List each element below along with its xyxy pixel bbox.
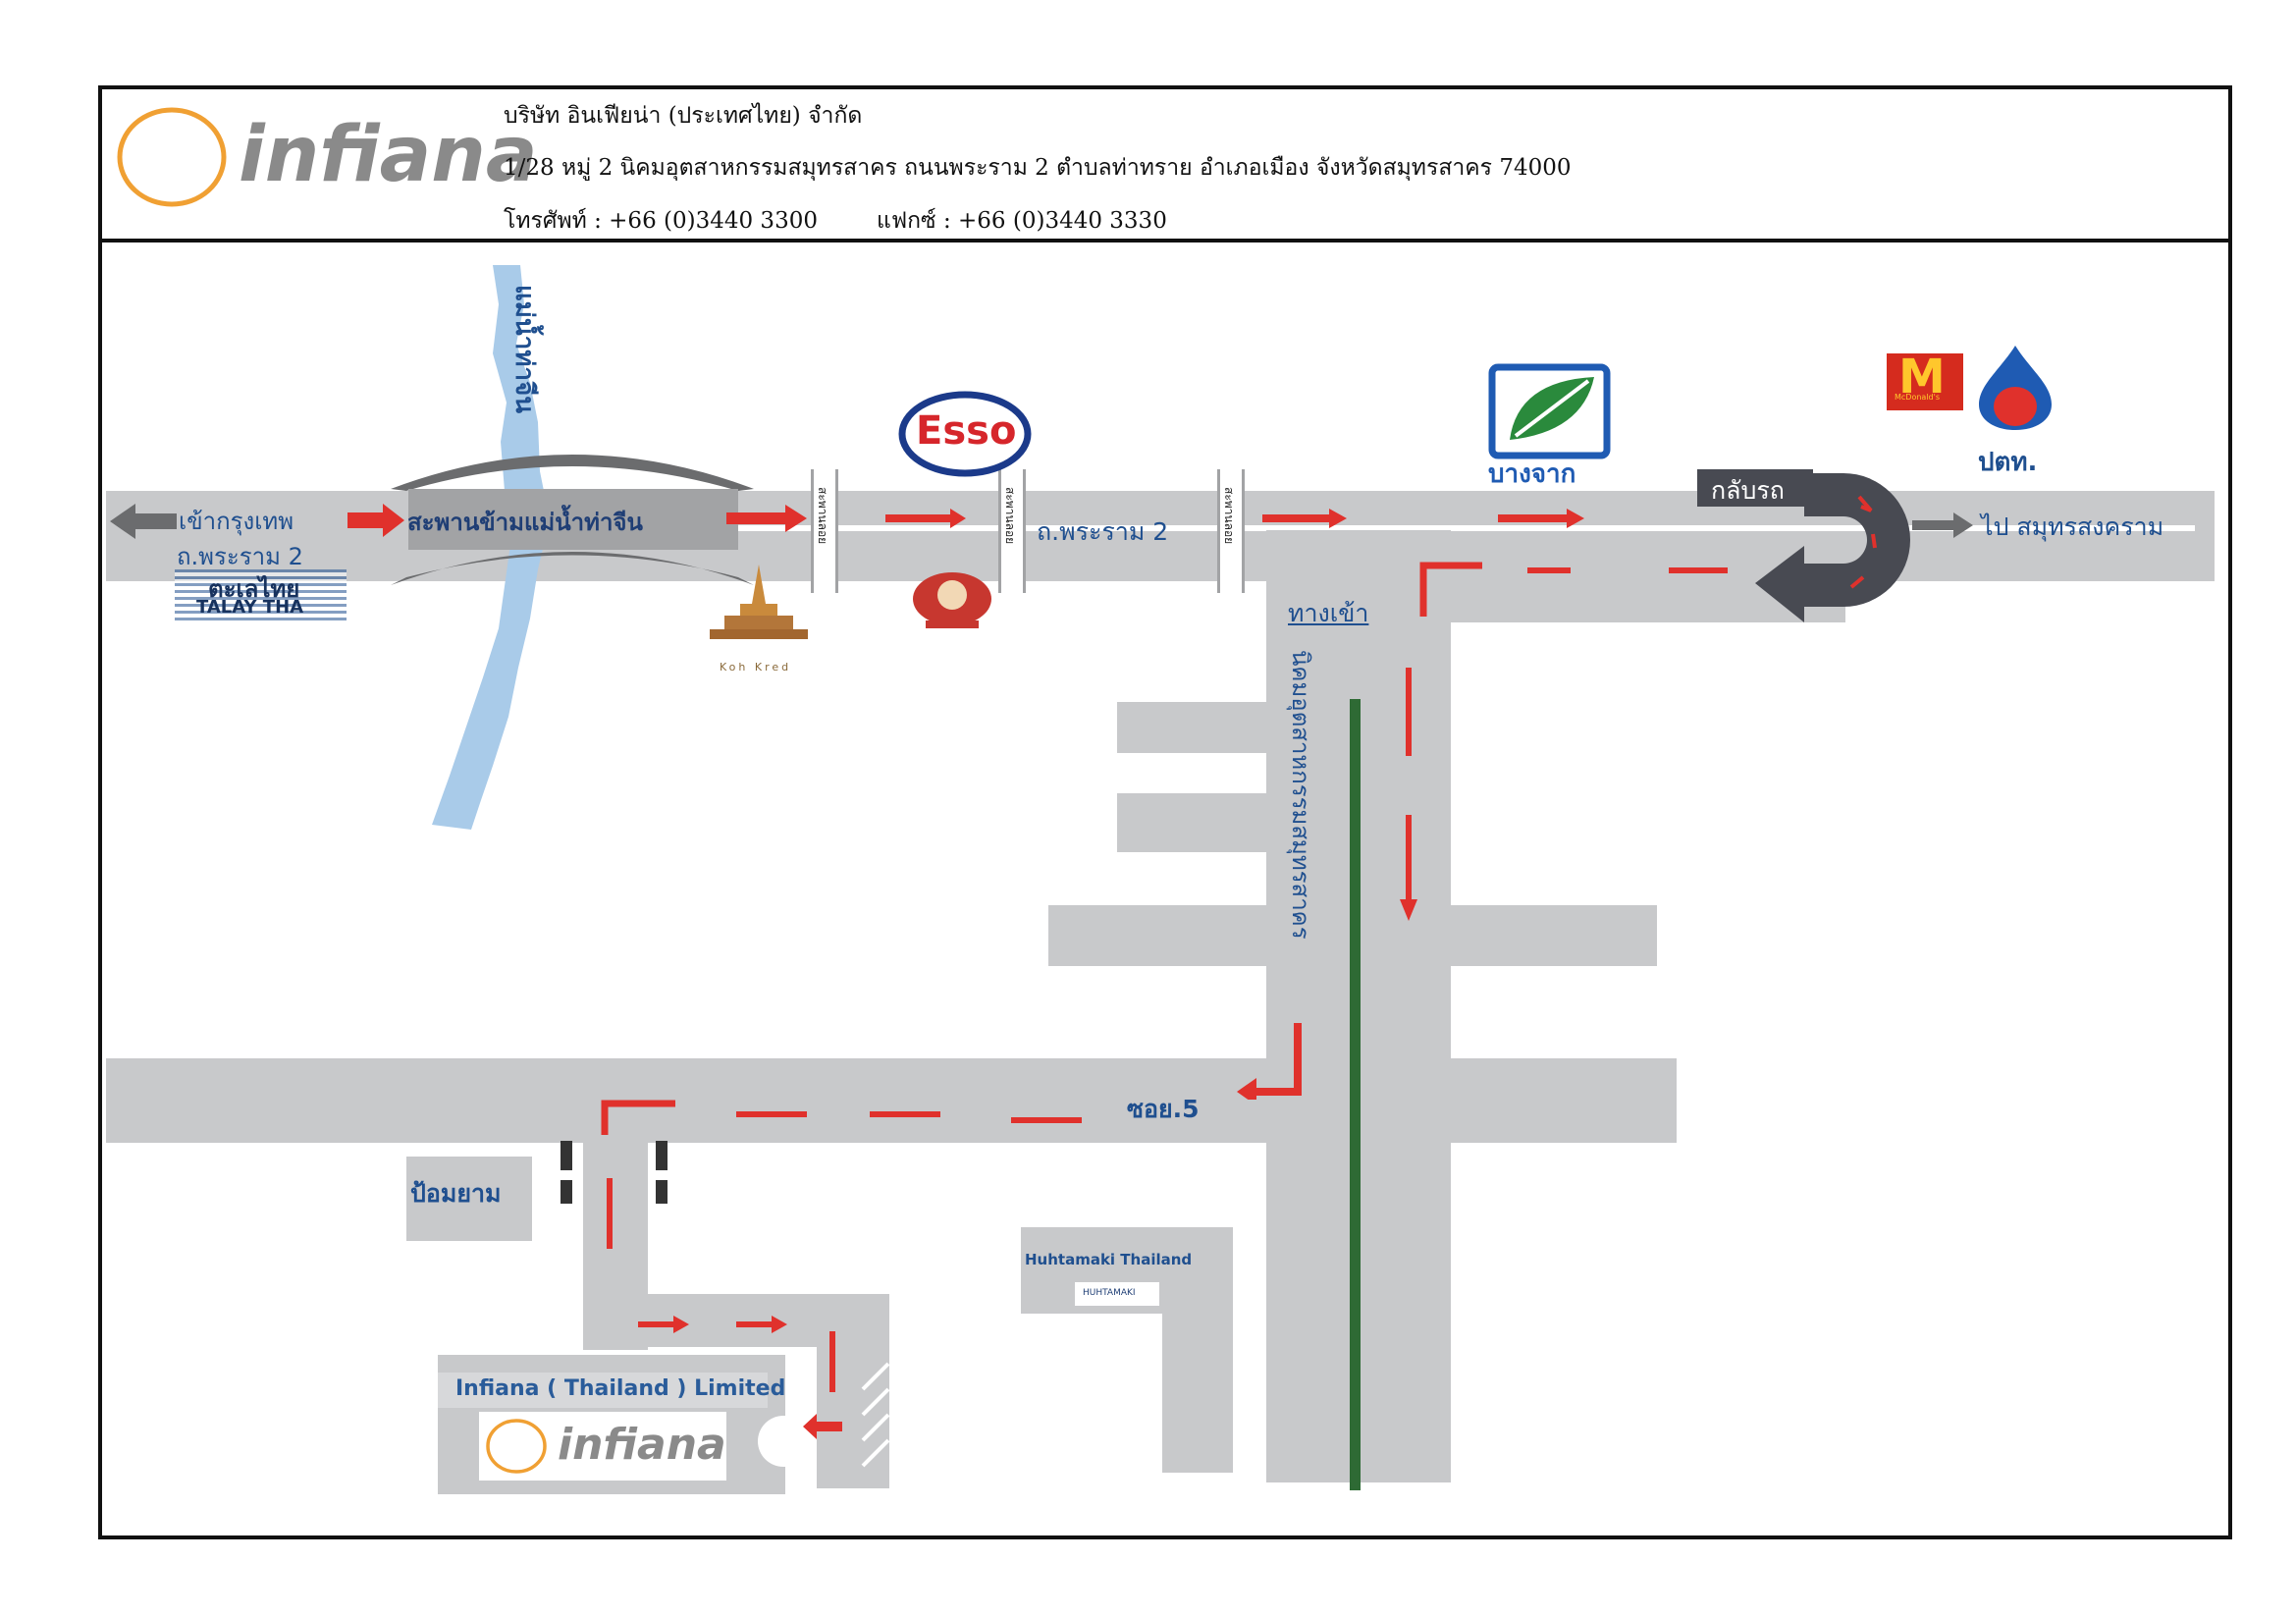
huhtamaki-sign-label: HUHTAMAKI	[1083, 1288, 1136, 1298]
guard-post: ป้อมยาม	[406, 1157, 532, 1241]
huhtamaki-building: Huhtamaki Thailand HUHTAMAKI	[1021, 1227, 1233, 1473]
bangchak-label: บางจาก	[1488, 459, 1576, 489]
talay-thai-stripes	[175, 569, 347, 620]
gate-marker-1	[561, 1141, 572, 1170]
infiana-logo-ring-icon	[117, 107, 227, 207]
infiana-building-notch	[758, 1416, 789, 1467]
rama2-left-label: ถ.พระราม 2	[177, 543, 303, 570]
talay-thai-en-label: TALAY THA	[196, 597, 304, 618]
rama2-divider	[715, 525, 2195, 531]
u-turn-label-box: กลับรถ	[1697, 469, 1813, 507]
esso-label: Esso	[916, 408, 1017, 454]
koh-kred-pagoda-icon	[710, 565, 808, 639]
route-arrows-factory	[607, 1178, 842, 1439]
tha-chin-river	[432, 265, 550, 830]
esso-oval-icon	[898, 391, 1032, 477]
company-phone: โทรศัพท์ : +66 (0)3440 3300	[504, 208, 818, 234]
estate-branch-road-1	[1117, 702, 1266, 753]
to-bangkok-label: เข้ากรุงเทพ	[179, 508, 294, 535]
route-arrows-rama2	[726, 505, 1584, 532]
company-address: 1/28 หมู่ 2 นิคมอุตสาหกรรมสมุทรสาคร ถนนพ…	[504, 155, 1572, 181]
huhtamaki-label: Huhtamaki Thailand	[1025, 1251, 1193, 1268]
gate-marker-2	[561, 1180, 572, 1204]
talay-thai-label: ตะเลไทย	[208, 575, 300, 603]
header-separator	[98, 239, 2232, 242]
bangchak-logo: บางจาก	[1488, 363, 1611, 489]
mcdonalds-label: McDonald's	[1895, 393, 1940, 402]
entrance-label: ทางเข้า	[1288, 599, 1369, 627]
page-frame	[98, 85, 2232, 1539]
entrance-hatching	[861, 1362, 890, 1468]
industrial-estate-road-label: นิคมอุตสาหกรรมสมุทรสาคร	[1287, 650, 1314, 940]
koh-kred-label: Koh Kred	[720, 661, 792, 673]
esso-logo: Esso	[898, 391, 1032, 477]
route-arrows-westbound	[1419, 562, 1728, 617]
route-arrows-estate-road	[1400, 668, 1417, 921]
huhtamaki-sign-box: HUHTAMAKI	[1075, 1282, 1159, 1306]
infiana-building-label: Infiana ( Thailand ) Limited	[455, 1376, 786, 1401]
bangchak-leaf-icon	[1488, 363, 1611, 459]
route-arrows-soi5	[601, 1100, 1082, 1135]
to-samut-songkhram-arrow-icon	[1912, 512, 1973, 538]
infiana-building-logo-box: infiana	[479, 1412, 726, 1481]
u-turn-icon	[1755, 473, 1910, 622]
huhtamaki-building-wing	[1162, 1314, 1233, 1473]
factory-access-road-3	[817, 1294, 889, 1488]
to-samut-songkhram-label: ไป สมุทรสงคราม	[1981, 512, 2164, 541]
restaurant-logo-icon	[913, 572, 991, 628]
pedestrian-bridge-2: สะพานลอย	[998, 469, 1026, 593]
company-name: บริษัท อินเฟียน่า (ประเทศไทย) จำกัด	[504, 103, 863, 129]
mcdonalds-logo: M McDonald's	[1887, 350, 1963, 410]
infiana-building-logo-ring-icon	[486, 1419, 547, 1474]
bridge-icon	[391, 455, 754, 585]
u-turn-label: กลับรถ	[1711, 476, 1785, 505]
bridge-label: สะพานข้ามแม่น้ำท่าจีน	[407, 509, 643, 536]
infiana-building-logo-text: infiana	[558, 1420, 726, 1470]
estate-road-median	[1350, 699, 1361, 1490]
talay-thai-sign: ตะเลไทย TALAY THA	[175, 569, 347, 620]
estate-branch-road-2	[1117, 793, 1266, 852]
route-arrow-turn-soi5	[1237, 1023, 1302, 1100]
rama2-main-label: ถ.พระราม 2	[1037, 517, 1169, 546]
company-fax: แฟกซ์ : +66 (0)3440 3330	[877, 208, 1167, 234]
ptt-label: ปตท.	[1978, 448, 2038, 477]
mcdonalds-m-icon: M	[1898, 350, 1946, 404]
river-label: แม่น้ำท่าจีน	[509, 285, 539, 414]
ptt-flame-icon	[1979, 346, 2052, 430]
infiana-factory-building: Infiana ( Thailand ) Limited infiana	[438, 1355, 789, 1494]
guard-post-label: ป้อมยาม	[410, 1179, 502, 1208]
gate-marker-4	[656, 1180, 667, 1204]
soi5-label: ซอย.5	[1127, 1095, 1200, 1123]
soi5-road	[106, 1058, 1677, 1143]
infiana-logo-text: infiana	[239, 111, 538, 199]
red-arrow-icon	[347, 504, 404, 537]
pedestrian-bridge-1: สะพานลอย	[811, 469, 838, 593]
gate-marker-3	[656, 1141, 667, 1170]
infiana-building-title-box: Infiana ( Thailand ) Limited	[438, 1373, 785, 1408]
to-bangkok-arrow-icon	[110, 504, 177, 539]
pedestrian-bridge-3: สะพานลอย	[1217, 469, 1245, 593]
